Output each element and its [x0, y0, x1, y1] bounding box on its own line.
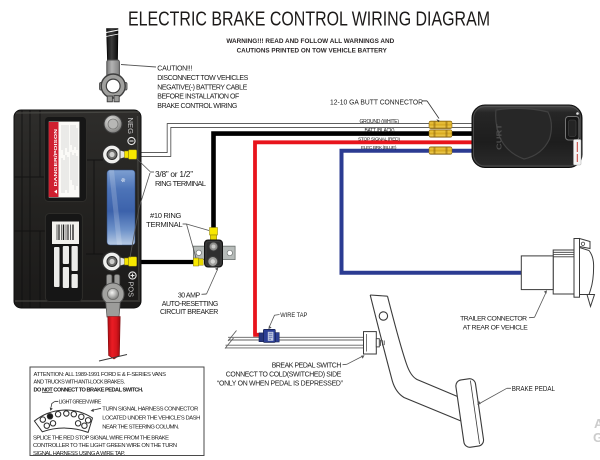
svg-text:▲ DANGER/POISON: ▲ DANGER/POISON	[53, 128, 59, 195]
svg-text:❄: ❄	[119, 176, 127, 184]
svg-text:BRAKE PEDAL: BRAKE PEDAL	[512, 386, 555, 393]
svg-text:CONTROLLER TO THE LIGHT GREEN: CONTROLLER TO THE LIGHT GREEN WIRE ON TH…	[33, 443, 177, 449]
svg-text:SIGNAL HARNESS USING A WIRE TA: SIGNAL HARNESS USING A WIRE TAP.	[33, 451, 125, 457]
svg-text:CURT: CURT	[497, 123, 504, 150]
svg-text:ATTENTION: ALL 1989-1991 FORD: ATTENTION: ALL 1989-1991 FORD E & F-SERI…	[34, 372, 167, 378]
svg-text:LOCATED UNDER THE VEHICLE’S DA: LOCATED UNDER THE VEHICLE’S DASH	[102, 416, 200, 422]
svg-text:RING TERMINAL: RING TERMINAL	[155, 179, 206, 188]
svg-text:SPLICE THE RED STOP SIGNAL WIR: SPLICE THE RED STOP SIGNAL WIRE FROM THE…	[33, 435, 169, 441]
svg-text:BEFORE INSTALLATION OF: BEFORE INSTALLATION OF	[157, 94, 239, 101]
svg-text:CAUTIONS PRINTED ON TOW VEHICL: CAUTIONS PRINTED ON TOW VEHICLE BATTERY	[237, 47, 388, 54]
svg-text:ELEC BRK (BLUE): ELEC BRK (BLUE)	[361, 145, 397, 151]
svg-text:TERMINAL: TERMINAL	[146, 220, 183, 229]
svg-text:3/8” or 1/2”: 3/8” or 1/2”	[155, 169, 193, 179]
svg-text:AT REAR OF VEHICLE: AT REAR OF VEHICLE	[463, 324, 528, 331]
svg-text:BRAKE CONTROL WIRING: BRAKE CONTROL WIRING	[157, 103, 237, 110]
svg-text:AUTO-RESETTING: AUTO-RESETTING	[162, 301, 219, 308]
svg-text:STOP SIGNAL (RED): STOP SIGNAL (RED)	[358, 137, 400, 143]
svg-text:NEG: NEG	[126, 118, 133, 135]
svg-text:BREAK PEDAL SWITCH: BREAK PEDAL SWITCH	[272, 362, 342, 369]
svg-text:DO NOT CONNECT TO BRAKE PEDAL: DO NOT CONNECT TO BRAKE PEDAL SWITCH.	[34, 387, 144, 393]
svg-text:AND TRUCKS WITH ANTI-LOCK BRAK: AND TRUCKS WITH ANTI-LOCK BRAKES.	[34, 380, 126, 386]
svg-text:DISCONNECT TOW VEHICLES: DISCONNECT TOW VEHICLES	[157, 75, 248, 82]
svg-text:WARNING!!! READ AND FOLLOW ALL: WARNING!!! READ AND FOLLOW ALL WARNINGS …	[226, 38, 394, 45]
svg-text:12-10 GA BUTT CONNECTOR: 12-10 GA BUTT CONNECTOR	[330, 97, 423, 106]
svg-text:WIRE TAP: WIRE TAP	[280, 312, 308, 319]
svg-text:LIGHT GREEN WIRE: LIGHT GREEN WIRE	[59, 400, 102, 406]
svg-text:NEGATIVE(-) BATTERY CABLE: NEGATIVE(-) BATTERY CABLE	[157, 84, 247, 91]
svg-text:30 AMP: 30 AMP	[178, 292, 201, 299]
svg-text:“ONLY ON WHEN PEDAL IS DEPRESS: “ONLY ON WHEN PEDAL IS DEPRESSED”	[217, 380, 344, 387]
svg-text:TURN SIGNAL HARNESS CONNECTOR: TURN SIGNAL HARNESS CONNECTOR	[102, 407, 198, 413]
svg-text:ELECTRIC BRAKE CONTROL WIRING: ELECTRIC BRAKE CONTROL WIRING DIAGRAM	[128, 8, 490, 31]
svg-text:CIRCUIT BREAKER: CIRCUIT BREAKER	[160, 309, 218, 316]
svg-text:CONNECT TO COLD(SWITCHED) SIDE: CONNECT TO COLD(SWITCHED) SIDE	[226, 372, 342, 379]
svg-text:#10 RING: #10 RING	[150, 211, 181, 220]
svg-text:CAUTION!!!: CAUTION!!!	[157, 66, 192, 73]
svg-text:BATT (BLACK): BATT (BLACK)	[365, 128, 395, 134]
svg-text:GROUND (WHITE): GROUND (WHITE)	[360, 119, 400, 125]
svg-text:POS: POS	[127, 282, 134, 298]
svg-text:G: G	[593, 430, 600, 445]
svg-text:TRAILER CONNECTOR: TRAILER CONNECTOR	[460, 316, 527, 323]
svg-text:NEAR THE STEERING COLUMN.: NEAR THE STEERING COLUMN.	[102, 424, 179, 430]
svg-text:A: A	[594, 416, 600, 431]
